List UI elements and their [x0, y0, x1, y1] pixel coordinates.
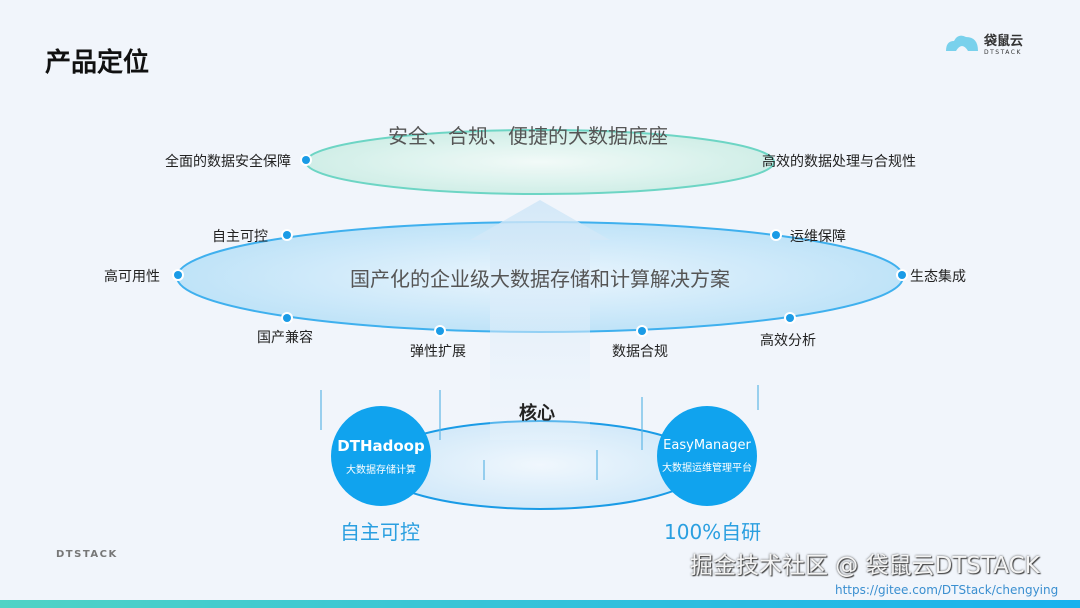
point-label: 自主可控 [212, 229, 268, 245]
caption-left: 自主可控 [340, 520, 420, 544]
easymanager-circle: EasyManager 大数据运维管理平台 [657, 406, 757, 506]
point-label: 数据合规 [612, 344, 668, 360]
point-label: 运维保障 [790, 229, 846, 245]
up-arrow [470, 200, 610, 440]
product-desc: 大数据运维管理平台 [662, 463, 752, 474]
product-name: DTHadoop [337, 436, 425, 455]
top-layer-title: 安全、合规、便捷的大数据底座 [388, 124, 668, 148]
watermark: 掘金技术社区 @ 袋鼠云DTSTACK [690, 553, 1040, 579]
dot [786, 314, 794, 322]
logo-en: DTSTACK [984, 49, 1022, 56]
dot [772, 231, 780, 239]
core-label: 核心 [519, 403, 555, 424]
point-label: 弹性扩展 [410, 344, 466, 360]
point-label: 生态集成 [910, 269, 966, 285]
dot [283, 314, 291, 322]
product-desc: 大数据存储计算 [346, 464, 416, 476]
middle-layer-title: 国产化的企业级大数据存储和计算解决方案 [350, 267, 730, 291]
dthadoop-circle: DTHadoop 大数据存储计算 [331, 406, 431, 506]
dot [283, 231, 291, 239]
dot [302, 156, 310, 164]
page-title: 产品定位 [45, 48, 150, 78]
caption-right: 100%自研 [664, 520, 762, 544]
dot [898, 271, 906, 279]
logo-cn: 袋鼠云 [984, 34, 1024, 49]
point-label: 国产兼容 [257, 330, 313, 346]
product-name: EasyManager [663, 438, 751, 453]
dot [638, 327, 646, 335]
point-label: 高可用性 [104, 269, 160, 285]
watermark-url: https://gitee.com/DTStack/chengying [835, 583, 1059, 597]
bottom-bar [0, 600, 1080, 608]
logo: 袋鼠云 DTSTACK [944, 30, 1023, 56]
top-right-label: 高效的数据处理与合规性 [762, 154, 916, 170]
footer-brand: DTSTACK [56, 549, 118, 560]
cloud-logo-icon [946, 35, 978, 51]
dot [174, 271, 182, 279]
top-left-label: 全面的数据安全保障 [165, 154, 291, 170]
dot [436, 327, 444, 335]
point-label: 高效分析 [760, 333, 816, 349]
